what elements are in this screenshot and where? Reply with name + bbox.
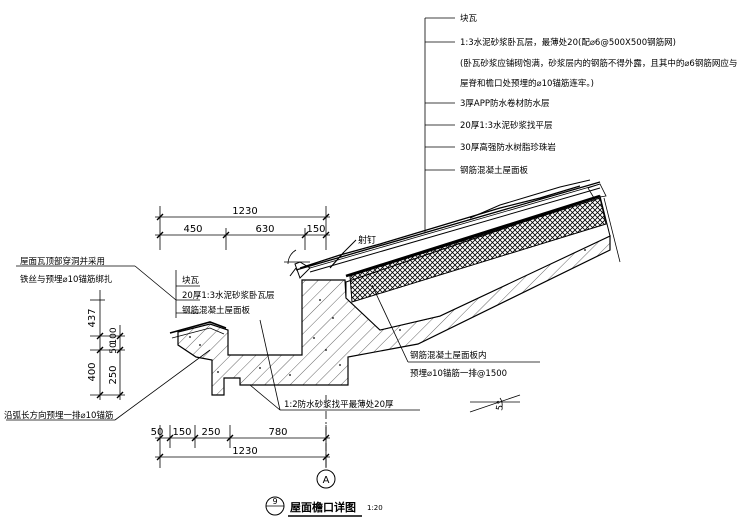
insulation-layer	[349, 197, 607, 303]
title-text: 屋面檐口详图	[290, 500, 356, 514]
top-dimension	[155, 206, 330, 250]
dimension-text: 400	[87, 362, 98, 381]
dimension-text: 630	[255, 224, 274, 235]
left-note-leaders	[6, 265, 211, 421]
waterproof-membrane	[345, 194, 601, 278]
layer-label: 1:3水泥砂浆卧瓦层，最薄处20(配⌀6@500X500钢筋网)	[460, 37, 676, 48]
nail-icon	[329, 251, 345, 269]
bottom-dimension	[155, 395, 330, 470]
detail-number: 9	[272, 497, 277, 506]
left-dimension	[90, 290, 125, 400]
axis-label: A	[323, 475, 330, 486]
left-note-top: 屋面瓦顶部穿洞并采用	[20, 256, 105, 267]
dimension-text: 450	[183, 224, 202, 235]
concrete-gutter-section	[177, 235, 611, 396]
layer-label: 钢筋混凝土屋面板	[460, 165, 529, 176]
gutter-layer-label: 块瓦	[182, 275, 200, 286]
mortar-note: 1:2防水砂浆找平最薄处20厚	[284, 399, 394, 410]
gutter-layer-label: 20厚1:3水泥砂浆卧瓦层	[182, 290, 275, 301]
layer-label: 3厚APP防水卷材防水层	[460, 98, 549, 109]
layer-label: (卧瓦砂浆应铺砌饱满，砂浆层内的钢筋不得外露，且其中的⌀6钢筋网应与	[460, 58, 737, 69]
left-note-bottom: 沿弧长方向预埋一排⌀10锚筋	[4, 410, 113, 421]
slab-note: 钢筋混凝土屋面板内	[410, 350, 487, 361]
roof-buildup	[295, 179, 621, 331]
eave-tip	[289, 239, 357, 279]
dimension-text: 780	[268, 427, 287, 438]
layer-list: 块瓦 1:3水泥砂浆卧瓦层，最薄处20(配⌀6@500X500钢筋网) (卧瓦砂…	[460, 13, 737, 176]
dimension-text: 150	[172, 427, 191, 438]
nail-label: 射钉	[358, 234, 376, 246]
slope-angle-label: 5°	[495, 400, 507, 412]
axis-bubble	[316, 469, 336, 489]
dimension-text: 1230	[232, 206, 257, 217]
gutter-tile	[169, 321, 227, 339]
note-leaders	[249, 284, 540, 411]
dimension-text: 1230	[232, 446, 257, 457]
dimension-text: 50	[109, 342, 119, 354]
layer-label: 30厚高强防水树脂珍珠岩	[460, 142, 556, 153]
dimension-text: 437	[87, 308, 98, 327]
concrete-aggregate	[189, 249, 586, 376]
drawing-title: 9 屋面檐口详图 1:20	[265, 496, 383, 517]
roof-tiles	[295, 181, 601, 271]
layer-label: 屋脊和檐口处预埋的⌀10锚筋连牢。)	[460, 78, 594, 89]
layer-leader	[424, 17, 455, 232]
dimension-text: 250	[201, 427, 220, 438]
layer-label: 块瓦	[460, 13, 478, 24]
angle-mark	[284, 249, 521, 413]
gutter-layer-label: 钢筋混凝土屋面板	[182, 305, 251, 316]
slab-note: 预埋⌀10锚筋一排@1500	[410, 368, 507, 379]
left-note-top: 铁丝与预埋⌀10锚筋绑扎	[20, 274, 113, 285]
gutter-leader	[175, 270, 200, 318]
dimension-text: 250	[108, 365, 119, 384]
layer-label: 20厚1:3水泥砂浆找平层	[460, 120, 553, 131]
title-scale: 1:20	[367, 504, 383, 512]
dimension-text: 100	[109, 327, 119, 344]
dimension-text: 50	[151, 427, 164, 438]
dimension-text: 150	[306, 224, 325, 235]
